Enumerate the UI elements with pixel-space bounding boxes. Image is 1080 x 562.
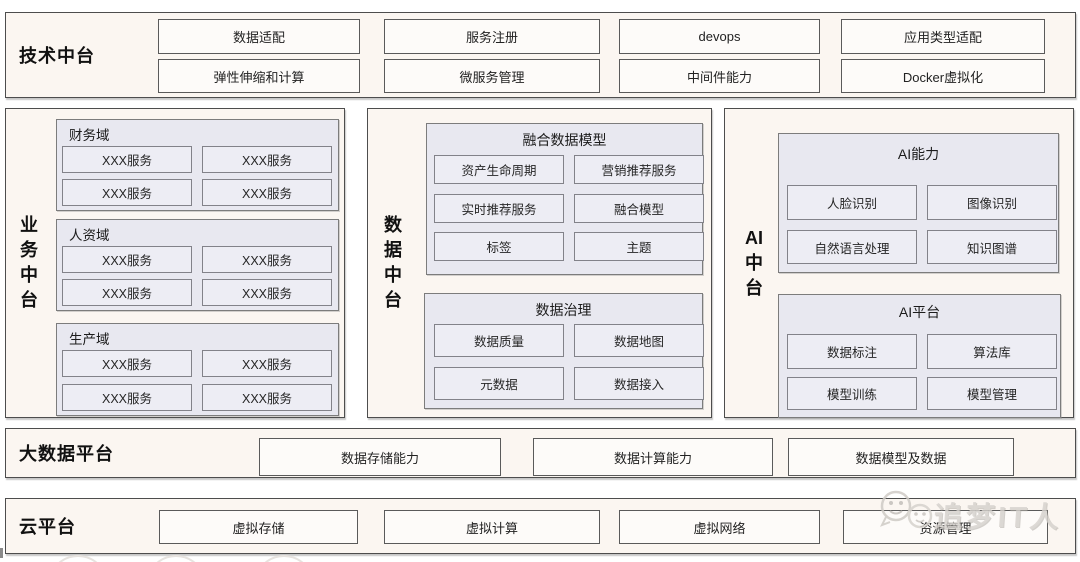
group-title: 融合数据模型 bbox=[522, 132, 607, 148]
ai-platform-box: 模型管理 bbox=[927, 377, 1057, 410]
decor-circle bbox=[254, 555, 314, 562]
group-title: 数据治理 bbox=[535, 302, 592, 318]
ai-platform-label: AI 中 台 bbox=[745, 227, 763, 298]
tech-platform-band: 技术中台 数据适配 服务注册 devops 应用类型适配 弹性伸缩和计算 微服务… bbox=[5, 12, 1076, 98]
data-model-box: 资产生命周期 bbox=[434, 155, 564, 184]
group-ai-capability: AI能力 人脸识别 图像识别 自然语言处理 知识图谱 bbox=[778, 133, 1059, 273]
domain-title: 财务域 bbox=[69, 128, 110, 143]
tech-capability-box: Docker虚拟化 bbox=[841, 59, 1045, 93]
service-box: XXX服务 bbox=[62, 279, 192, 306]
data-model-box: 实时推荐服务 bbox=[434, 194, 564, 223]
business-platform-label: 业 务 中 台 bbox=[20, 215, 38, 310]
tech-capability-box: 应用类型适配 bbox=[841, 19, 1045, 54]
ai-platform-box: 算法库 bbox=[927, 334, 1057, 369]
data-platform-panel: 数 据 中 台 融合数据模型 资产生命周期 营销推荐服务 实时推荐服务 融合模型… bbox=[367, 108, 712, 418]
service-box: XXX服务 bbox=[202, 384, 332, 411]
service-box: XXX服务 bbox=[202, 146, 332, 173]
service-box: XXX服务 bbox=[62, 384, 192, 411]
decor-circle bbox=[146, 555, 206, 562]
decor-circle bbox=[48, 555, 108, 562]
data-model-box: 标签 bbox=[434, 232, 564, 261]
domain-title: 人资域 bbox=[69, 228, 110, 243]
service-box: XXX服务 bbox=[62, 246, 192, 273]
governance-box: 数据地图 bbox=[574, 324, 704, 357]
service-box: XXX服务 bbox=[202, 279, 332, 306]
tech-capability-box: devops bbox=[619, 19, 820, 54]
service-box: XXX服务 bbox=[62, 350, 192, 377]
service-box: XXX服务 bbox=[62, 179, 192, 206]
edge-mark bbox=[0, 548, 3, 558]
ai-capability-box: 自然语言处理 bbox=[787, 230, 917, 264]
service-box: XXX服务 bbox=[202, 246, 332, 273]
tech-capability-box: 服务注册 bbox=[384, 19, 600, 54]
ai-platform-panel: AI 中 台 AI能力 人脸识别 图像识别 自然语言处理 知识图谱 AI平台 数… bbox=[724, 108, 1074, 418]
ai-platform-box: 模型训练 bbox=[787, 377, 917, 410]
governance-box: 数据质量 bbox=[434, 324, 564, 357]
data-model-box: 主题 bbox=[574, 232, 704, 261]
cloud-platform-band: 云平台 虚拟存储 虚拟计算 虚拟网络 资源管理 bbox=[5, 498, 1076, 554]
bigdata-capability-box: 数据存储能力 bbox=[259, 438, 501, 476]
domain-box-hr: 人资域 XXX服务 XXX服务 XXX服务 XXX服务 bbox=[56, 219, 339, 311]
domain-box-finance: 财务域 XXX服务 XXX服务 XXX服务 XXX服务 bbox=[56, 119, 339, 211]
data-model-box: 营销推荐服务 bbox=[574, 155, 704, 184]
service-box: XXX服务 bbox=[202, 350, 332, 377]
ai-capability-box: 人脸识别 bbox=[787, 185, 917, 220]
domain-box-production: 生产域 XXX服务 XXX服务 XXX服务 XXX服务 bbox=[56, 323, 339, 416]
tech-platform-label: 技术中台 bbox=[19, 46, 95, 66]
group-fused-data-model: 融合数据模型 资产生命周期 营销推荐服务 实时推荐服务 融合模型 标签 主题 bbox=[426, 123, 704, 275]
group-ai-platform: AI平台 数据标注 算法库 模型训练 模型管理 bbox=[778, 294, 1061, 418]
tech-capability-box: 数据适配 bbox=[158, 19, 360, 54]
governance-box: 元数据 bbox=[434, 367, 564, 400]
governance-box: 数据接入 bbox=[574, 367, 704, 400]
group-title: AI平台 bbox=[898, 304, 941, 320]
domain-title: 生产域 bbox=[69, 332, 110, 347]
group-title: AI能力 bbox=[897, 146, 940, 162]
data-platform-label: 数 据 中 台 bbox=[384, 215, 402, 310]
bigdata-platform-band: 大数据平台 数据存储能力 数据计算能力 数据模型及数据 bbox=[5, 428, 1076, 478]
bigdata-capability-box: 数据模型及数据 bbox=[788, 438, 1014, 476]
cloud-capability-box: 资源管理 bbox=[843, 510, 1048, 544]
tech-capability-box: 弹性伸缩和计算 bbox=[158, 59, 360, 93]
ai-capability-box: 知识图谱 bbox=[927, 230, 1057, 264]
bigdata-capability-box: 数据计算能力 bbox=[533, 438, 773, 476]
cloud-capability-box: 虚拟计算 bbox=[384, 510, 600, 544]
business-platform-panel: 业 务 中 台 财务域 XXX服务 XXX服务 XXX服务 XXX服务 人资域 … bbox=[5, 108, 345, 418]
ai-platform-box: 数据标注 bbox=[787, 334, 917, 369]
cloud-capability-box: 虚拟网络 bbox=[619, 510, 820, 544]
cloud-capability-box: 虚拟存储 bbox=[159, 510, 358, 544]
data-model-box: 融合模型 bbox=[574, 194, 704, 223]
service-box: XXX服务 bbox=[62, 146, 192, 173]
bigdata-platform-label: 大数据平台 bbox=[19, 444, 114, 464]
tech-capability-box: 微服务管理 bbox=[384, 59, 600, 93]
tech-capability-box: 中间件能力 bbox=[619, 59, 820, 93]
cloud-platform-label: 云平台 bbox=[19, 517, 76, 537]
service-box: XXX服务 bbox=[202, 179, 332, 206]
group-data-governance: 数据治理 数据质量 数据地图 元数据 数据接入 bbox=[424, 293, 704, 409]
ai-capability-box: 图像识别 bbox=[927, 185, 1057, 220]
